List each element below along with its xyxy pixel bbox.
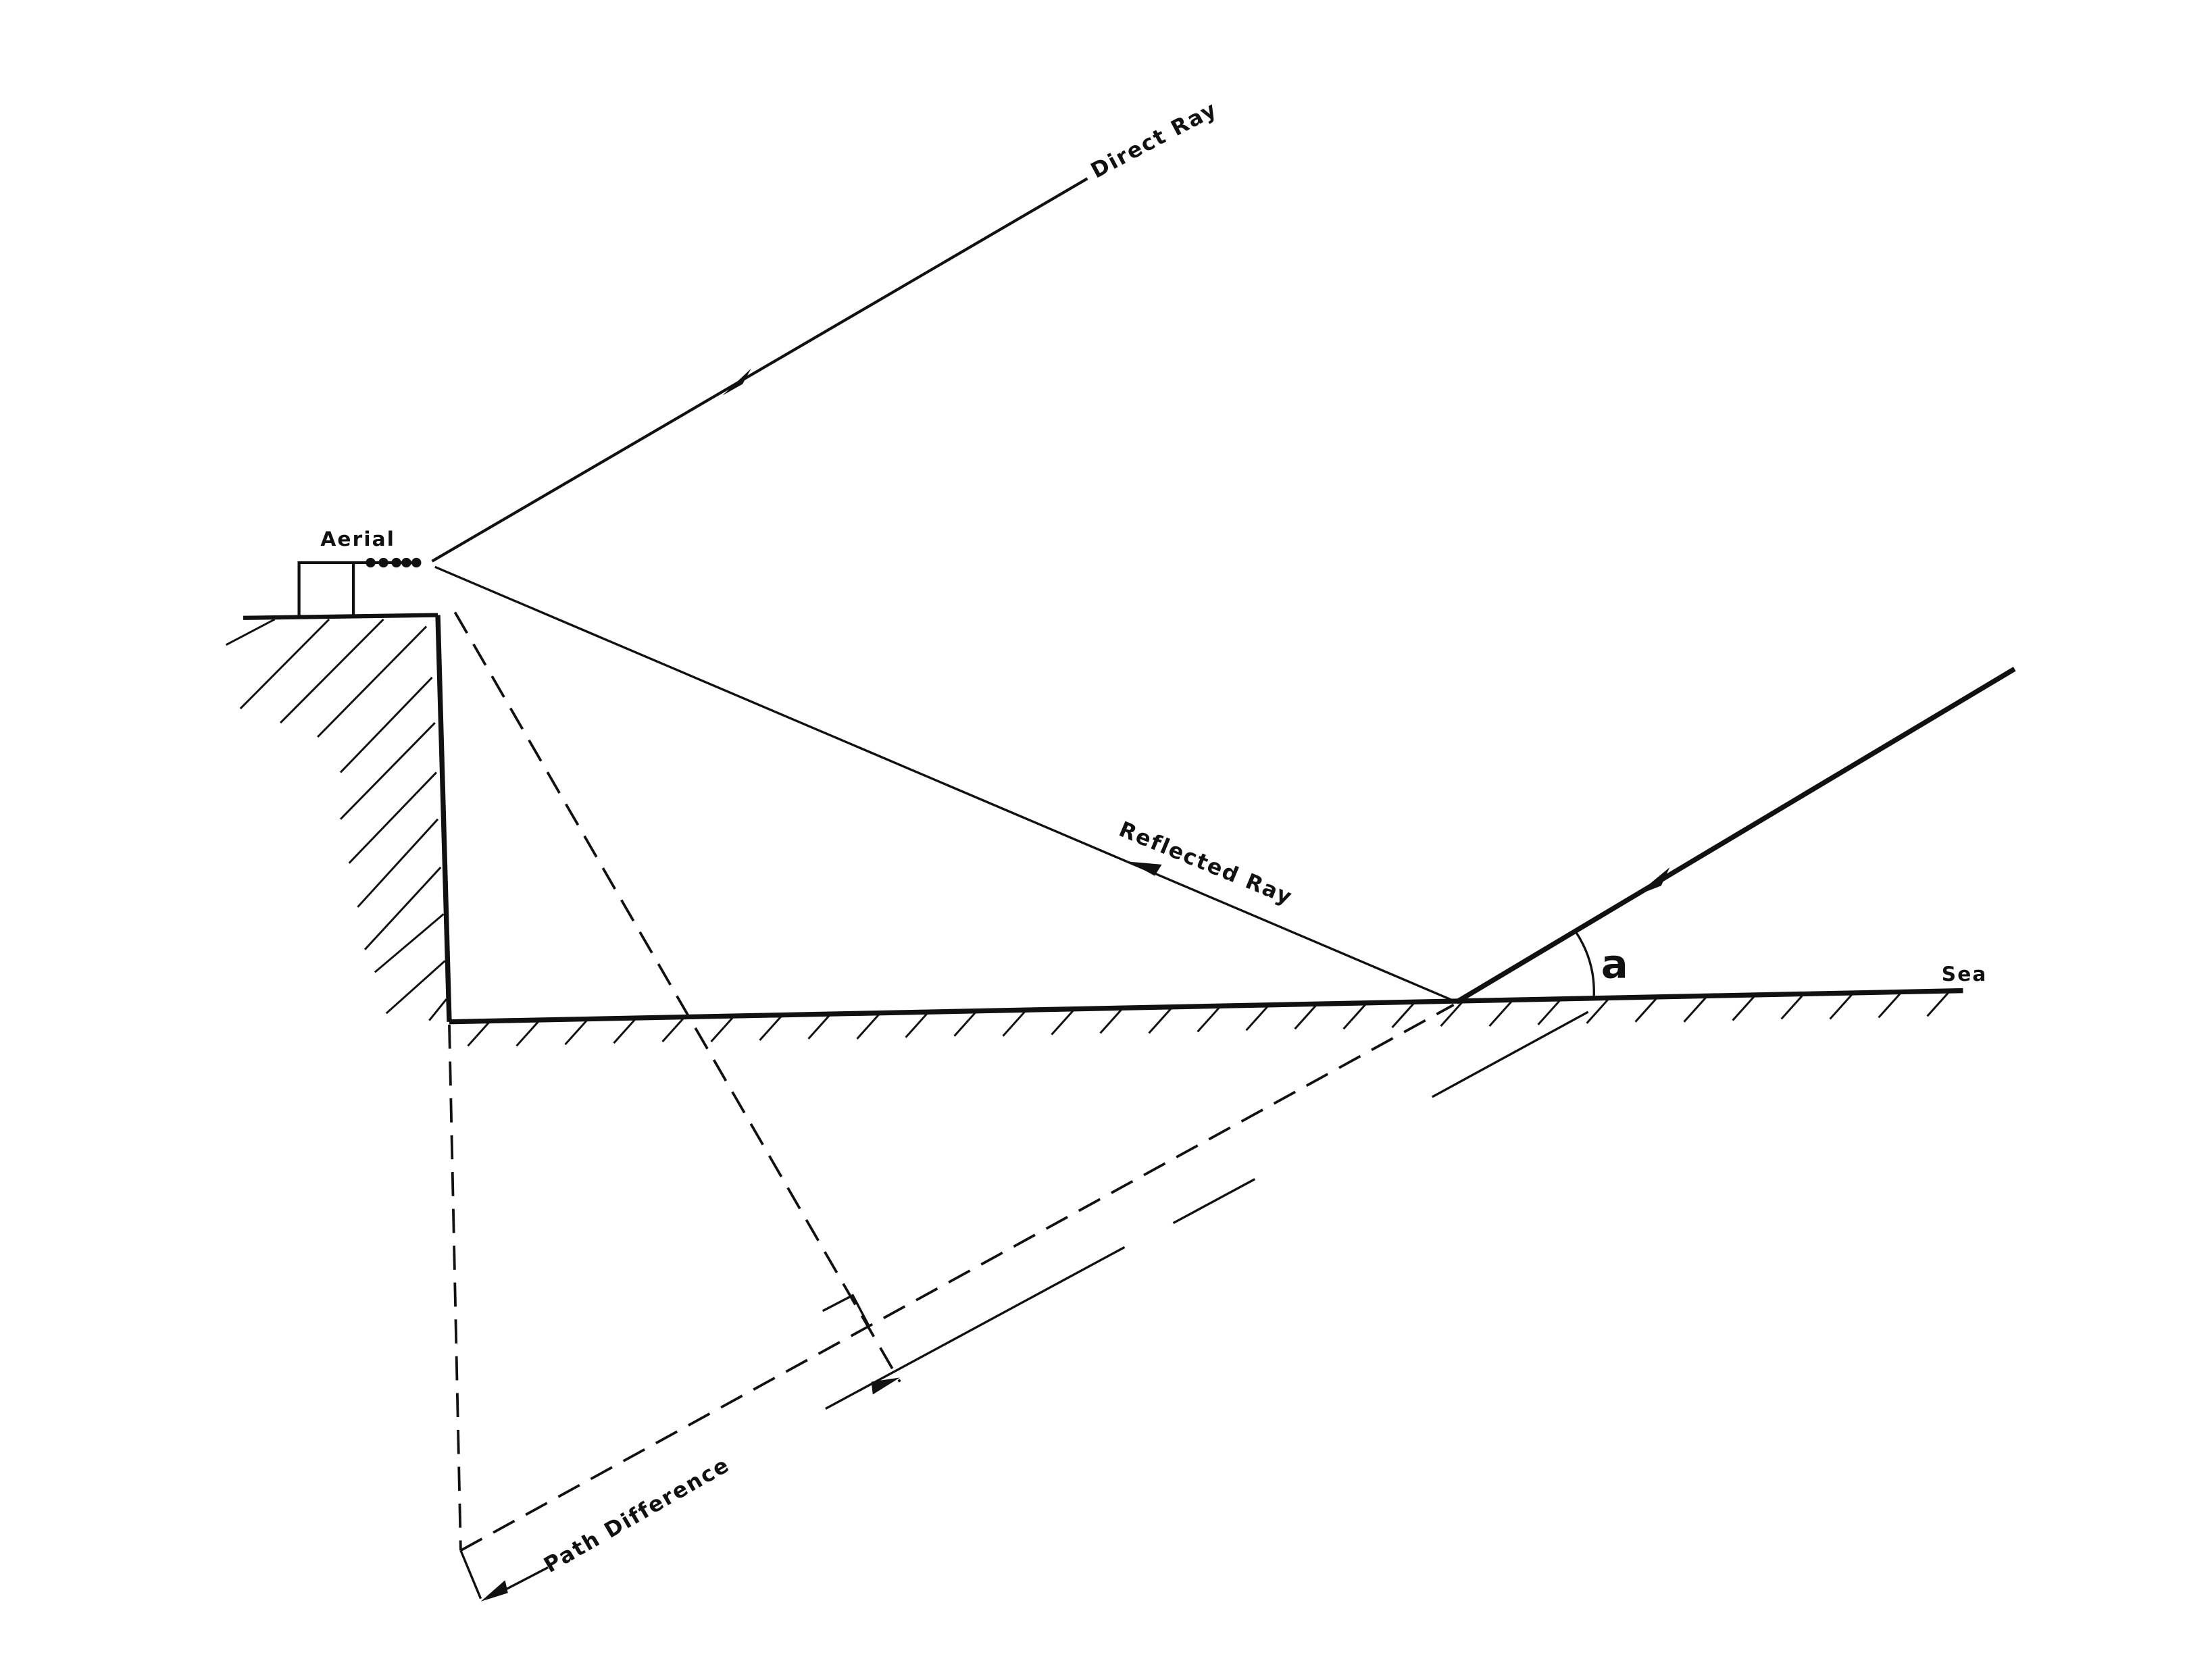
direct-ray bbox=[431, 177, 1088, 563]
image-construction bbox=[448, 611, 1455, 1552]
aerial-label: Aerial bbox=[320, 528, 395, 551]
cliff-hatching bbox=[225, 618, 447, 1021]
image-ray-dashed bbox=[459, 1003, 1455, 1552]
cliff-top-line bbox=[243, 613, 438, 620]
direct-ray-line bbox=[431, 177, 1088, 563]
cliff bbox=[225, 613, 452, 1022]
reflected-ray-line bbox=[434, 565, 1457, 1003]
direct-ray-arrow-icon bbox=[722, 368, 751, 396]
perpendicular-dashed bbox=[453, 611, 901, 1383]
sea-line bbox=[449, 988, 1963, 1025]
sea-label: Sea bbox=[1942, 963, 1988, 986]
aerial-elements-icon bbox=[366, 557, 422, 568]
reflected-ray bbox=[434, 565, 1457, 1003]
path-diff-right-arrow-icon bbox=[871, 1377, 901, 1395]
path-diff-extension-line-3 bbox=[825, 1246, 1126, 1410]
aerial-mast bbox=[297, 561, 418, 618]
right-angle-marker bbox=[822, 1294, 870, 1326]
angle-arc bbox=[1574, 930, 1595, 997]
path-diff-extension-line-1 bbox=[1432, 1011, 1589, 1098]
reflected-ray-arrow-icon bbox=[1128, 861, 1162, 876]
incident-ray bbox=[1455, 667, 2016, 1004]
image-vertical-dashed bbox=[448, 1024, 462, 1551]
direct-ray-label: Direct Ray bbox=[1087, 97, 1222, 184]
incident-ray-arrow-icon bbox=[1635, 867, 1670, 896]
incident-ray-line bbox=[1455, 667, 2016, 1004]
sea-hatching bbox=[467, 990, 1951, 1047]
cliff-face-line bbox=[435, 615, 452, 1022]
path-diff-bracket-end bbox=[459, 1550, 482, 1600]
path-diff-left-arrow-icon bbox=[480, 1580, 508, 1602]
sea-surface bbox=[449, 988, 1963, 1047]
path-difference-label: Path Difference bbox=[540, 1453, 734, 1578]
aerial-structure bbox=[297, 557, 422, 618]
path-diff-extension-line-2 bbox=[1172, 1178, 1256, 1225]
path-difference-dimension bbox=[459, 1011, 1589, 1602]
angle-label: a bbox=[1601, 941, 1628, 988]
